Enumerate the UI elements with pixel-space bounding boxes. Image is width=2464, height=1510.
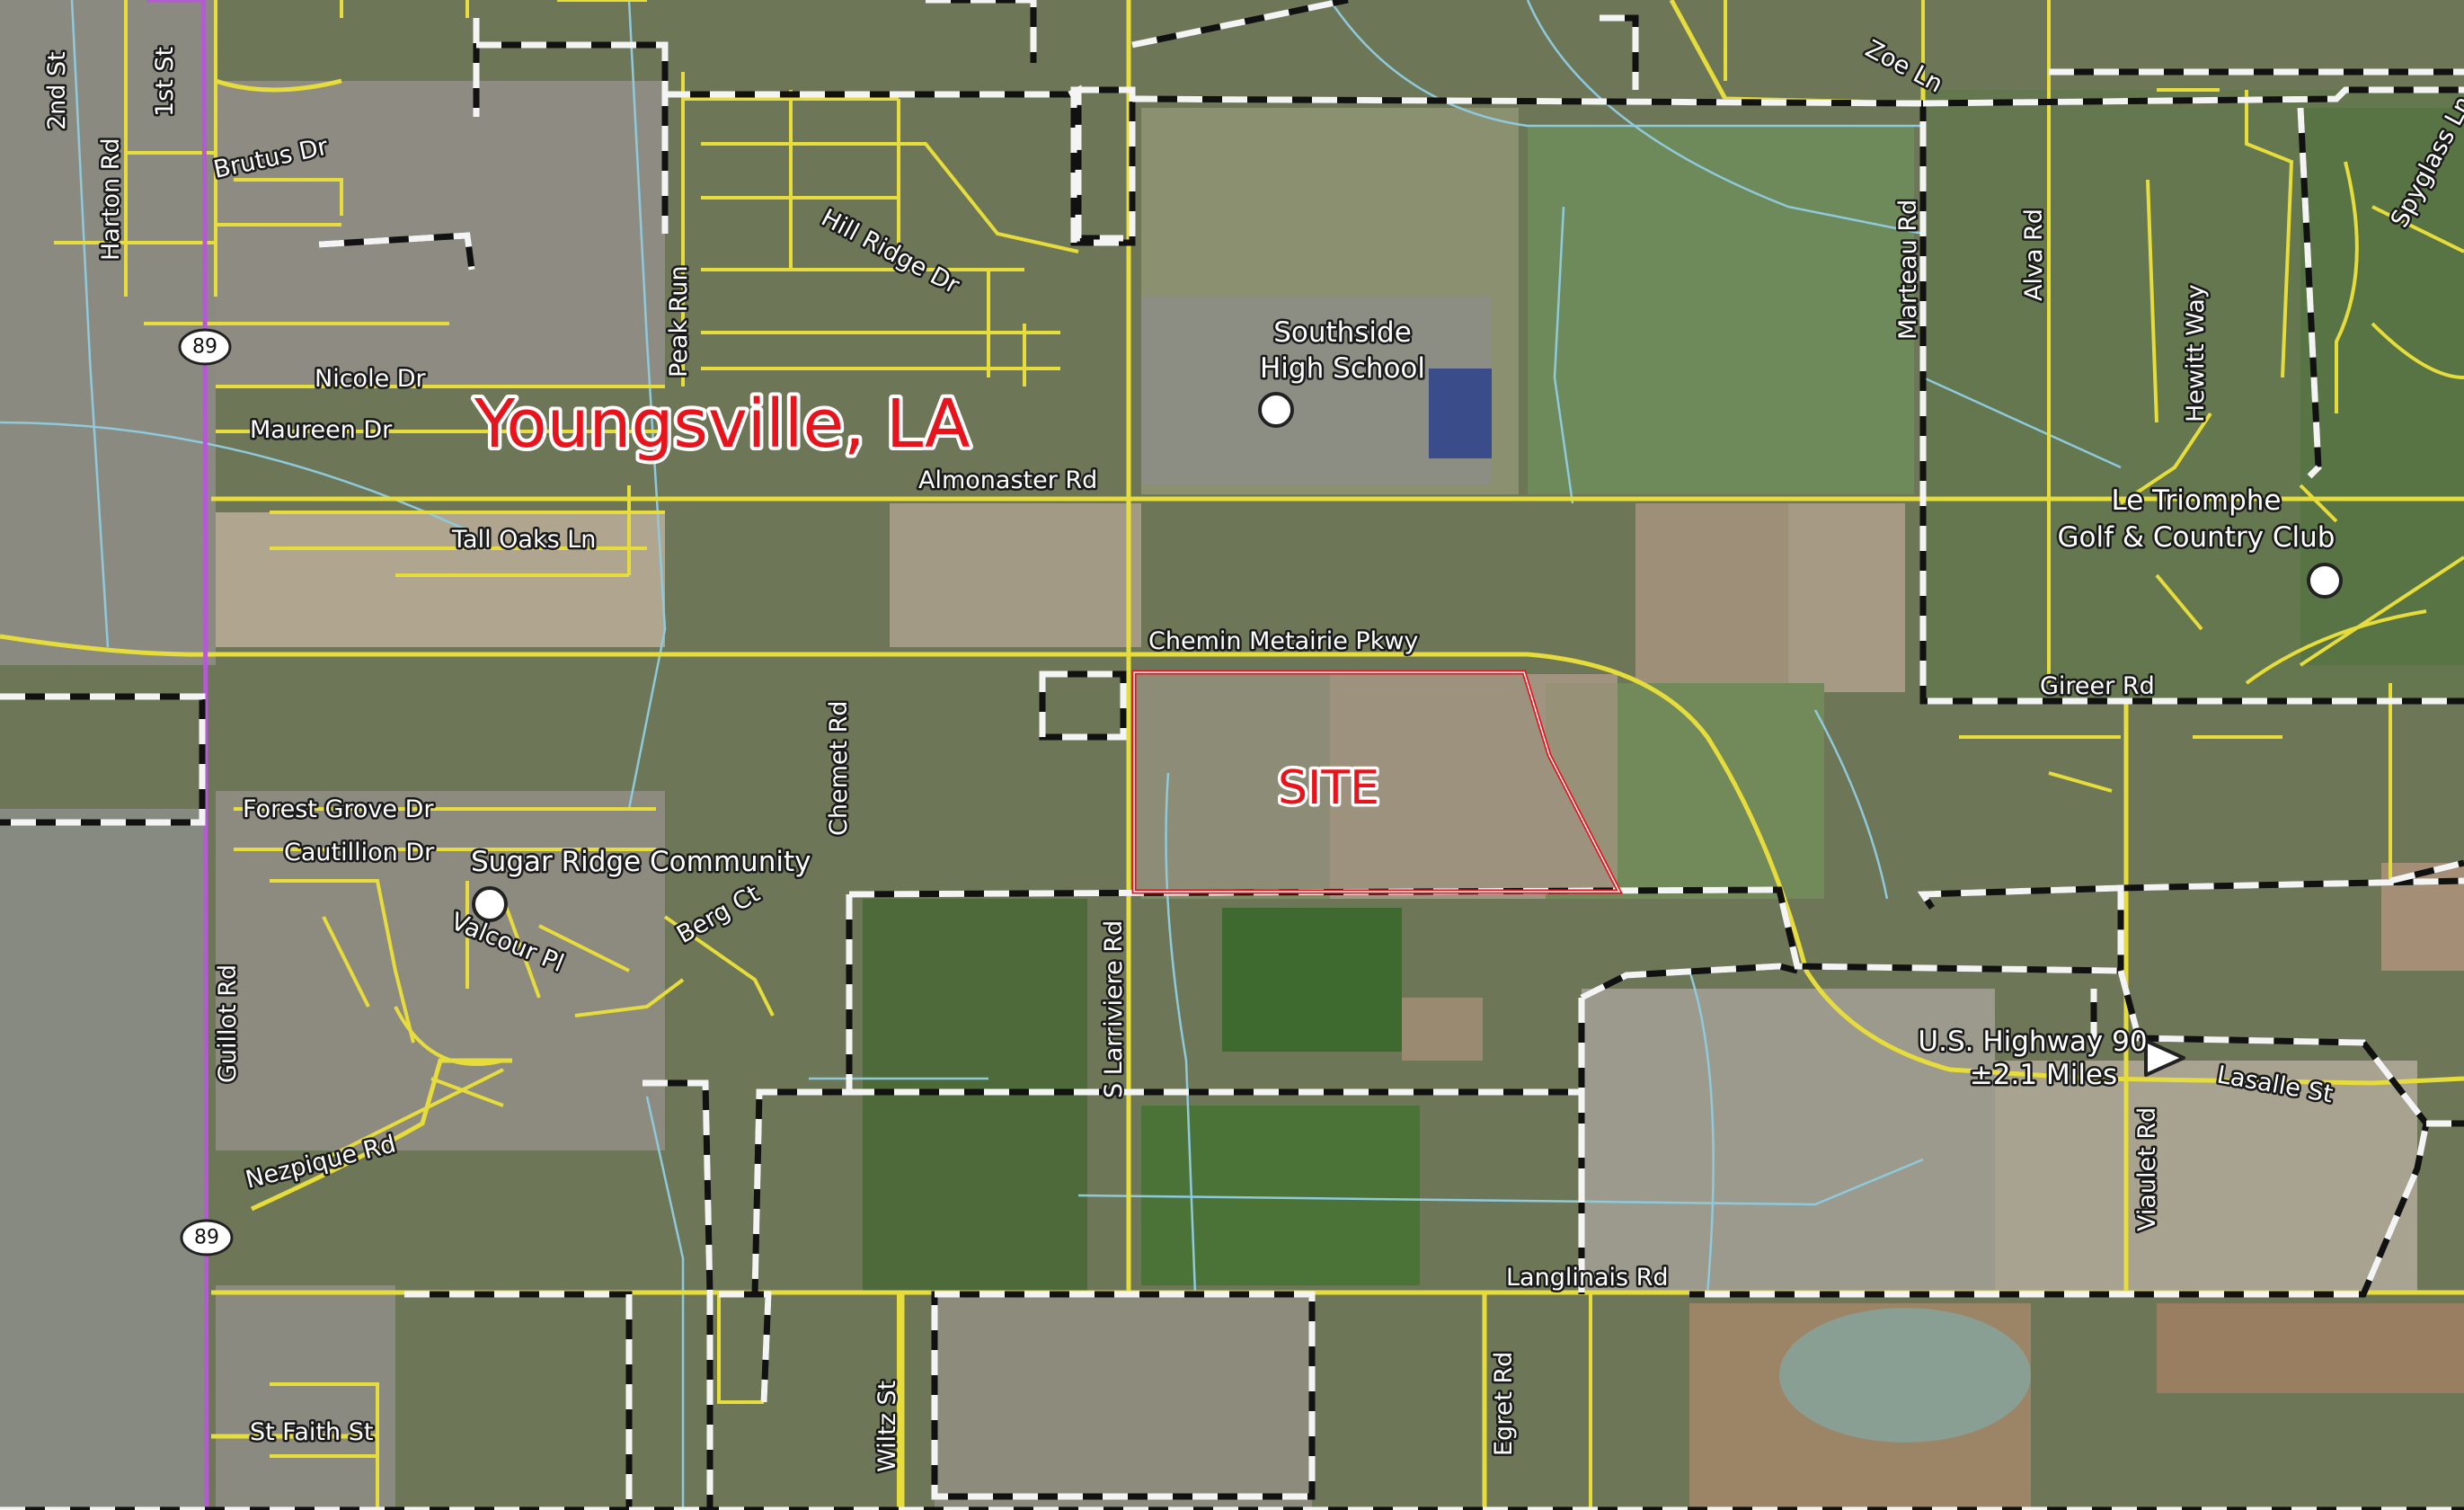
highway-89-line bbox=[146, 0, 209, 1510]
road-label-tall-oaks-ln: Tall Oaks Ln bbox=[451, 526, 596, 554]
road-label-hewitt-way: Hewitt Way bbox=[2182, 284, 2210, 422]
road-label-alva-rd: Alva Rd bbox=[2020, 209, 2048, 301]
southside-high-school-marker[interactable] bbox=[1258, 392, 1294, 428]
waterways bbox=[0, 0, 2122, 1510]
road-label-forest-grove-dr: Forest Grove Dr bbox=[243, 795, 434, 823]
highway-89-shield: 89 bbox=[178, 328, 232, 366]
road-label-peak-run: Peak Run bbox=[665, 266, 693, 378]
direction-line2: ±2.1 Miles bbox=[1970, 1059, 2117, 1091]
direction-line1: U.S. Highway 90 bbox=[1918, 1026, 2147, 1058]
road-label-maureen-dr: Maureen Dr bbox=[250, 416, 393, 444]
road-label-almonaster-rd: Almonaster Rd bbox=[918, 466, 1097, 494]
chemin-metairie-pkwy-line bbox=[0, 634, 2464, 1086]
site-label: SITE bbox=[1278, 761, 1379, 815]
road-label-nicole-dr: Nicole Dr bbox=[315, 365, 427, 393]
highway-89-shield-south: 89 bbox=[180, 1219, 234, 1257]
site-boundary-halo bbox=[1133, 671, 1621, 893]
sugar-ridge-community-marker[interactable] bbox=[472, 886, 508, 922]
road-label-egret-rd: Egret Rd bbox=[1490, 1352, 1518, 1456]
road-label-s-larriviere-rd: S Larriviere Rd bbox=[1100, 920, 1128, 1098]
svg-text:89: 89 bbox=[194, 1227, 219, 1249]
poi-sugar-ridge: Sugar Ridge Community bbox=[471, 846, 811, 878]
city-label: Youngsville, LA bbox=[474, 386, 971, 463]
road-label-gireer-rd: Gireer Rd bbox=[2040, 672, 2155, 700]
road-label-marteau-rd: Marteau Rd bbox=[1894, 200, 1922, 340]
road-label-chemet-rd: Chemet Rd bbox=[825, 700, 853, 836]
road-label-cautillion-dr: Cautillion Dr bbox=[284, 839, 435, 866]
road-label-guillot-rd: Guillot Rd bbox=[214, 964, 242, 1083]
road-label-wiltz-st: Wiltz St bbox=[873, 1381, 901, 1472]
local-roads bbox=[54, 0, 2464, 1510]
road-label-harton-rd: Harton Rd bbox=[97, 138, 125, 261]
road-label-st-faith-st: St Faith St bbox=[250, 1418, 373, 1446]
poi-triomphe-line2: Golf & Country Club bbox=[2058, 521, 2335, 554]
road-label-chemin-metairie-pkwy: Chemin Metairie Pkwy bbox=[1148, 627, 1418, 655]
le-triomphe-golf-marker[interactable] bbox=[2307, 563, 2343, 599]
direction-arrow-icon bbox=[2144, 1039, 2185, 1077]
svg-text:89: 89 bbox=[192, 336, 217, 359]
road-label-langlinais-rd: Langlinais Rd bbox=[1506, 1264, 1669, 1292]
poi-southside-line1: Southside bbox=[1273, 316, 1412, 349]
road-label-viaulet-rd: Viaulet Rd bbox=[2133, 1107, 2161, 1231]
poi-triomphe-line1: Le Triomphe bbox=[2112, 484, 2282, 517]
poi-southside-line2: High School bbox=[1260, 352, 1425, 385]
road-label-2nd-st: 2nd St bbox=[43, 51, 71, 130]
nezpique-rd-line bbox=[250, 1058, 512, 1212]
road-label-1st-st: 1st St bbox=[151, 47, 179, 117]
